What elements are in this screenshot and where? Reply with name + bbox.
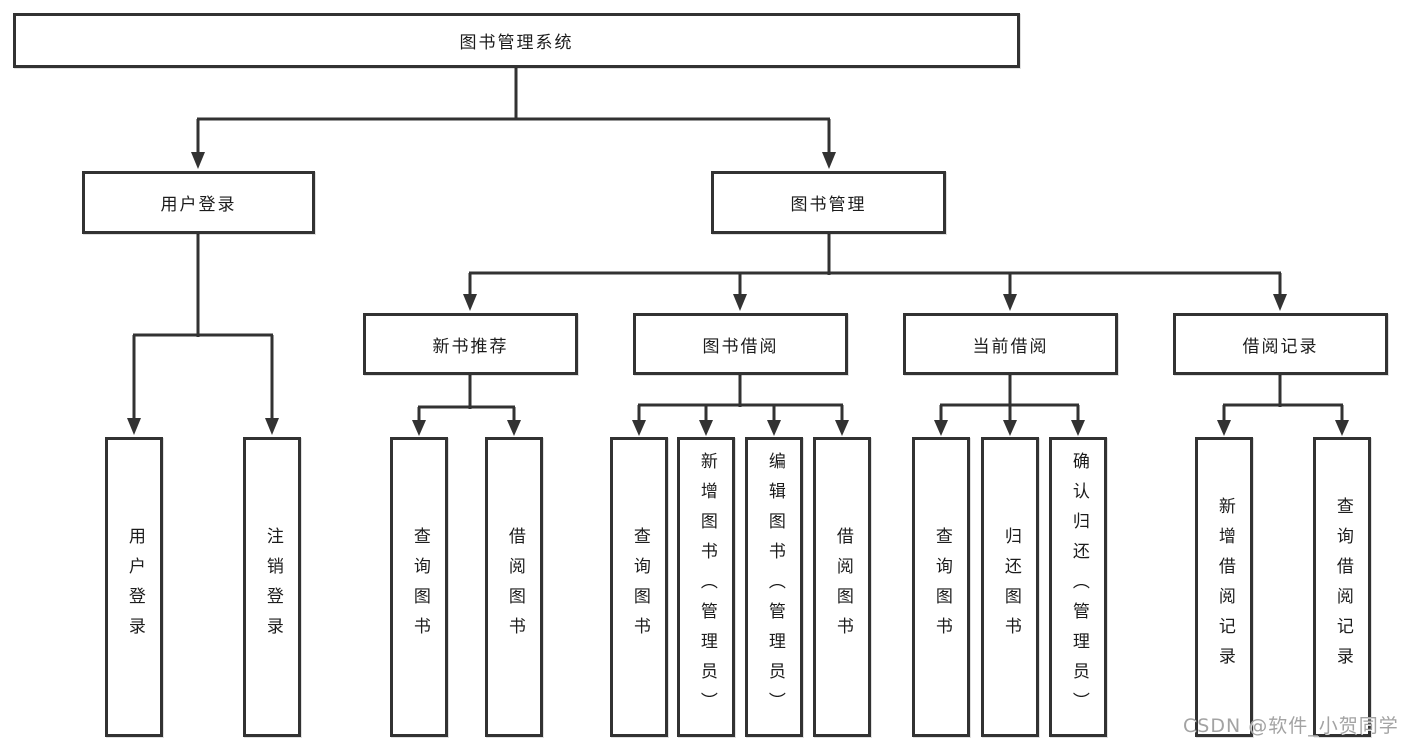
node-book-borrowing: 图书借阅 (633, 313, 848, 375)
connector-user-login (127, 234, 279, 435)
arrowhead (1003, 420, 1017, 436)
connector-current-borrowing (934, 375, 1085, 436)
connector-book-borrowing (632, 375, 849, 436)
leaf-records-add-borrow-record: 新增借阅记录 (1195, 437, 1253, 737)
arrowhead (127, 418, 141, 435)
leaf-current-confirm-return-admin: 确认归还（管理员） (1049, 437, 1107, 737)
arrowhead (1003, 294, 1017, 311)
node-library-management-system: 图书管理系统 (13, 13, 1020, 68)
connector-new-book-recommend (412, 375, 521, 436)
arrowhead (822, 152, 836, 169)
arrowhead (733, 294, 747, 311)
connector-book-management (463, 234, 1287, 311)
watermark-text: CSDN @软件_小贺同学 (1183, 715, 1399, 737)
arrowhead (507, 420, 521, 436)
arrowhead (632, 420, 646, 436)
leaf-current-return-books: 归还图书 (981, 437, 1039, 737)
leaf-borrowing-query-books: 查询图书 (610, 437, 668, 737)
leaf-current-query-books: 查询图书 (912, 437, 970, 737)
arrowhead (412, 420, 426, 436)
arrowhead (191, 152, 205, 169)
leaf-logout-login: 注销登录 (243, 437, 301, 737)
leaf-records-query-borrow-record: 查询借阅记录 (1313, 437, 1371, 737)
leaf-recommend-query-books: 查询图书 (390, 437, 448, 737)
arrowhead (934, 420, 948, 436)
arrowhead (835, 420, 849, 436)
node-new-book-recommend: 新书推荐 (363, 313, 578, 375)
leaf-recommend-borrow-books: 借阅图书 (485, 437, 543, 737)
arrowhead (265, 418, 279, 435)
arrowhead (1273, 294, 1287, 311)
connector-root (191, 68, 836, 169)
connector-borrowing-records (1217, 375, 1349, 436)
arrowhead (699, 420, 713, 436)
arrowhead (1335, 420, 1349, 436)
leaf-borrowing-edit-books-admin: 编辑图书（管理员） (745, 437, 803, 737)
node-current-borrowing: 当前借阅 (903, 313, 1118, 375)
arrowhead (767, 420, 781, 436)
arrowhead (1217, 420, 1231, 436)
node-user-login: 用户登录 (82, 171, 315, 234)
arrowhead (463, 294, 477, 311)
node-borrowing-records: 借阅记录 (1173, 313, 1388, 375)
leaf-user-login: 用户登录 (105, 437, 163, 737)
node-book-management: 图书管理 (711, 171, 946, 234)
leaf-borrowing-add-books-admin: 新增图书（管理员） (677, 437, 735, 737)
leaf-borrowing-borrow-books: 借阅图书 (813, 437, 871, 737)
arrowhead (1071, 420, 1085, 436)
